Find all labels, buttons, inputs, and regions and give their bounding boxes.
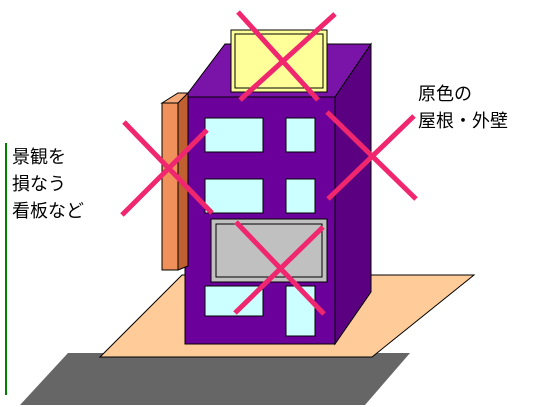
- x-cross-mark-icon: [325, 110, 418, 201]
- building-side: [334, 42, 372, 346]
- road: [20, 353, 410, 405]
- window: [285, 178, 316, 214]
- side-signboard: [160, 92, 190, 271]
- front-signboard: [210, 218, 328, 283]
- primary-colors-caption-line: 原色の: [418, 84, 472, 105]
- signboards-caption-line: 景観を: [12, 147, 66, 168]
- x-cross-mark-icon: [120, 120, 214, 217]
- primary-colors-caption: 原色の 屋根・外壁: [418, 81, 508, 135]
- window: [285, 117, 316, 153]
- signboards-caption: 景観を 損なう 看板など: [12, 144, 84, 225]
- rooftop-signboard: [230, 29, 328, 93]
- x-cross-mark-icon: [236, 10, 337, 102]
- x-cross-mark-icon: [233, 220, 326, 316]
- window: [204, 178, 264, 214]
- window: [285, 285, 316, 337]
- primary-colors-caption-line: 屋根・外壁: [418, 111, 508, 132]
- window: [204, 117, 264, 153]
- signboards-caption-line: 損なう: [12, 174, 66, 195]
- signboards-caption-line: 看板など: [12, 201, 84, 222]
